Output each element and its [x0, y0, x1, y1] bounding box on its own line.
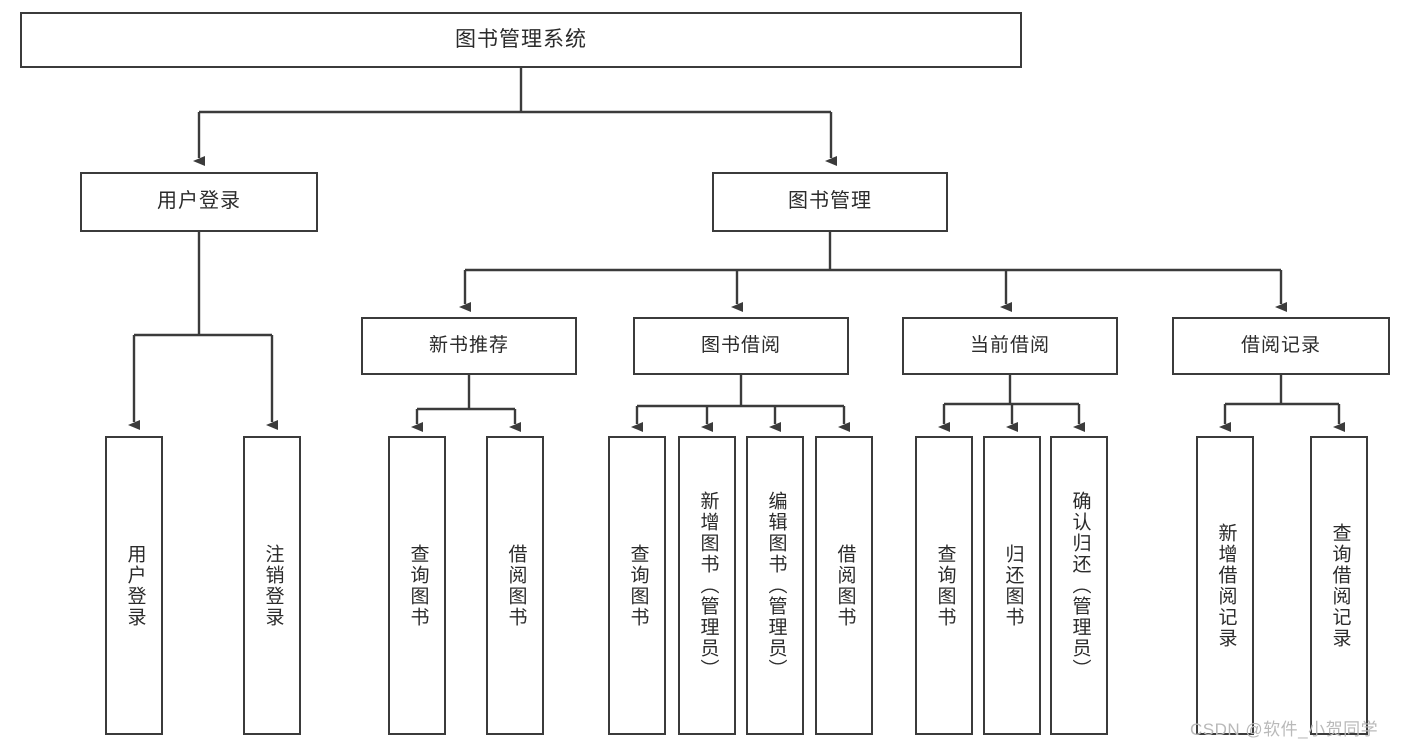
node-leaf-edit-book-label: 编辑图书（管理员）	[765, 491, 787, 680]
node-leaf-confirm-return-label: 确认归还（管理员）	[1069, 491, 1091, 680]
node-leaf-query-book-3[interactable]: 查询图书	[915, 436, 973, 735]
node-book-manage[interactable]: 图书管理	[712, 172, 948, 232]
node-leaf-logout[interactable]: 注销登录	[243, 436, 301, 735]
node-leaf-add-book-label: 新增图书（管理员）	[697, 491, 719, 680]
node-leaf-user-login[interactable]: 用户登录	[105, 436, 163, 735]
node-current-borrow-label: 当前借阅	[969, 334, 1050, 356]
node-user-login[interactable]: 用户登录	[80, 172, 318, 232]
node-leaf-borrow-book-1[interactable]: 借阅图书	[486, 436, 544, 735]
node-leaf-return-book-label: 归还图书	[1002, 543, 1024, 628]
node-book-borrow[interactable]: 图书借阅	[633, 317, 849, 375]
node-leaf-query-record[interactable]: 查询借阅记录	[1310, 436, 1368, 735]
node-new-book-rec-label: 新书推荐	[428, 334, 509, 356]
node-book-borrow-label: 图书借阅	[700, 334, 781, 356]
node-leaf-logout-label: 注销登录	[262, 543, 284, 628]
node-leaf-query-book-1[interactable]: 查询图书	[388, 436, 446, 735]
node-root-label: 图书管理系统	[455, 27, 587, 51]
node-user-login-label: 用户登录	[157, 190, 241, 213]
edge-group-new-book-rec	[411, 375, 521, 432]
node-borrow-record-label: 借阅记录	[1240, 334, 1321, 356]
node-current-borrow[interactable]: 当前借阅	[902, 317, 1118, 375]
edge-group-user-login	[128, 232, 278, 430]
edge-group-root	[193, 68, 837, 166]
node-leaf-borrow-book-1-label: 借阅图书	[505, 543, 527, 628]
edge-group-current-borrow	[938, 375, 1085, 432]
node-leaf-borrow-book-2[interactable]: 借阅图书	[815, 436, 873, 735]
node-leaf-query-book-2-label: 查询图书	[627, 543, 649, 628]
node-leaf-edit-book[interactable]: 编辑图书（管理员）	[746, 436, 804, 735]
edge-group-book-manage	[459, 232, 1287, 312]
node-leaf-user-login-label: 用户登录	[124, 543, 146, 628]
node-leaf-query-book-2[interactable]: 查询图书	[608, 436, 666, 735]
node-leaf-add-book[interactable]: 新增图书（管理员）	[678, 436, 736, 735]
node-leaf-add-record[interactable]: 新增借阅记录	[1196, 436, 1254, 735]
edge-group-book-borrow	[631, 375, 850, 432]
node-leaf-add-record-label: 新增借阅记录	[1215, 522, 1237, 649]
node-leaf-return-book[interactable]: 归还图书	[983, 436, 1041, 735]
edge-group-borrow-record	[1219, 375, 1345, 432]
node-borrow-record[interactable]: 借阅记录	[1172, 317, 1390, 375]
node-leaf-confirm-return[interactable]: 确认归还（管理员）	[1050, 436, 1108, 735]
node-leaf-query-book-3-label: 查询图书	[934, 543, 956, 628]
node-root[interactable]: 图书管理系统	[20, 12, 1022, 68]
node-book-manage-label: 图书管理	[788, 190, 872, 213]
node-leaf-query-book-1-label: 查询图书	[407, 543, 429, 628]
node-leaf-query-record-label: 查询借阅记录	[1329, 522, 1351, 649]
node-leaf-borrow-book-2-label: 借阅图书	[834, 543, 856, 628]
node-new-book-rec[interactable]: 新书推荐	[361, 317, 577, 375]
